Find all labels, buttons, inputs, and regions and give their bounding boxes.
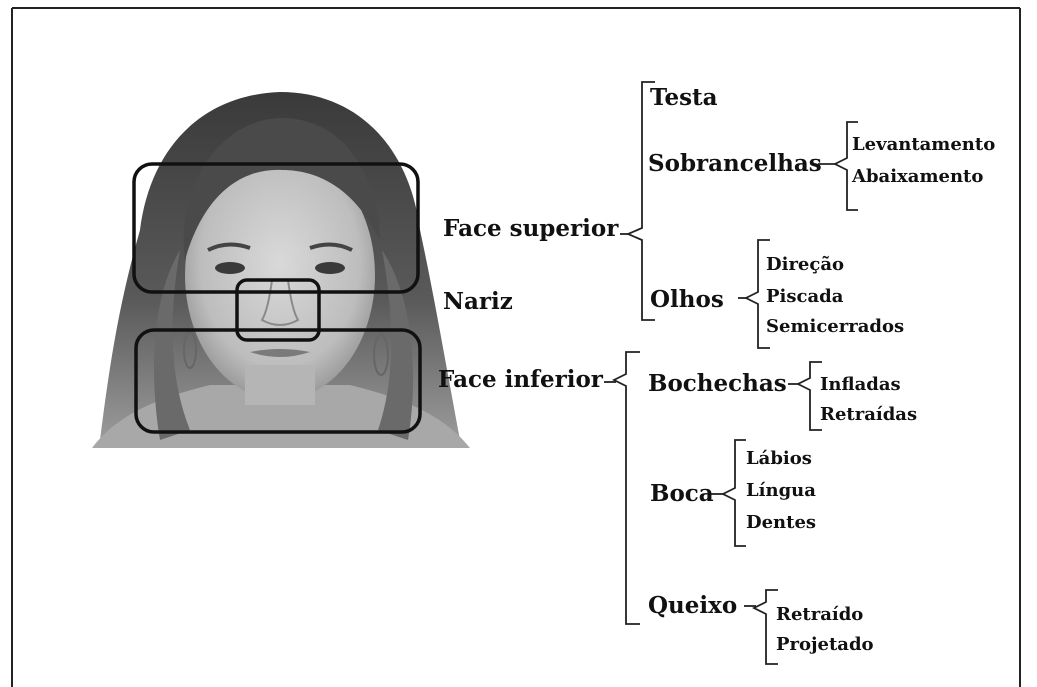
- face-photo: [92, 92, 470, 448]
- nose-box: [235, 278, 321, 342]
- mouth-item-2: Língua: [746, 480, 816, 501]
- cheeks-item-1: Infladas: [820, 374, 901, 395]
- chin-item-2: Projetado: [776, 634, 874, 655]
- mouth-brace: [720, 439, 746, 547]
- cheeks-item-2: Retraídas: [820, 404, 918, 425]
- eyebrows-item-1: Levantamento: [852, 134, 996, 155]
- chin-brace: [751, 589, 778, 665]
- cheeks-label: Bochechas: [648, 370, 787, 397]
- upper-face-box: [132, 162, 420, 294]
- eyes-label: Olhos: [650, 286, 724, 313]
- upper-face-label: Face superior: [443, 215, 619, 242]
- mouth-item-1: Lábios: [746, 448, 812, 469]
- eyebrows-label: Sobrancelhas: [648, 150, 822, 177]
- mouth-label: Boca: [650, 480, 714, 507]
- lower-face-label: Face inferior: [438, 366, 603, 393]
- eyebrows-item-2: Abaixamento: [852, 166, 984, 187]
- eyes-item-3: Semicerrados: [766, 316, 905, 337]
- upper-face-brace: [625, 81, 655, 321]
- eyes-item-1: Direção: [766, 254, 845, 275]
- mouth-item-3: Dentes: [746, 512, 817, 533]
- chin-label: Queixo: [648, 592, 738, 619]
- chin-item-1: Retraído: [776, 604, 864, 625]
- forehead-label: Testa: [650, 84, 718, 111]
- nose-label: Nariz: [443, 288, 513, 315]
- eyes-item-2: Piscada: [766, 286, 844, 307]
- cheeks-brace: [795, 361, 822, 431]
- lower-face-box: [134, 328, 422, 434]
- lower-face-brace: [611, 351, 640, 625]
